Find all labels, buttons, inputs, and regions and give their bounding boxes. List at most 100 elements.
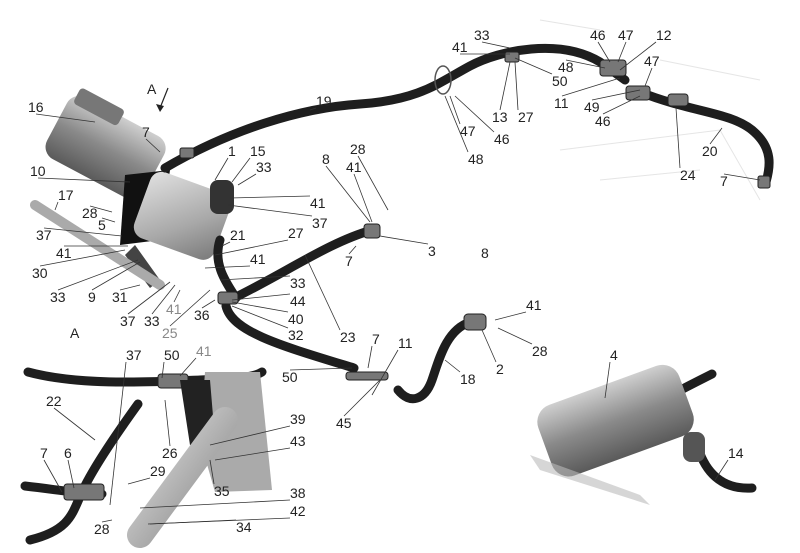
hose-23b (221, 301, 359, 373)
part-label-50: 50 (552, 73, 568, 89)
part-label-11: 11 (398, 335, 413, 351)
part-label-10: 10 (30, 163, 46, 179)
leader-line (149, 519, 237, 525)
part-label-37: 37 (312, 215, 328, 231)
leader-line (67, 459, 75, 489)
part-label-46: 46 (595, 113, 611, 129)
part-label-22: 22 (46, 393, 62, 409)
leader-line (231, 293, 291, 301)
part-label-16: 16 (28, 99, 44, 115)
leader-line (204, 265, 251, 269)
part-label-24: 24 (680, 167, 696, 183)
part-label-42: 42 (290, 503, 306, 519)
part-label-7: 7 (345, 253, 353, 269)
leader-line (561, 77, 621, 97)
leader-line (367, 345, 373, 369)
leader-line (231, 301, 289, 313)
background-structure (539, 19, 761, 201)
leader-line (145, 138, 161, 153)
leader-line (454, 95, 495, 133)
part-label-47: 47 (618, 27, 634, 43)
part-label-44: 44 (290, 293, 306, 309)
part-label-5: 5 (98, 217, 106, 233)
part-label-8: 8 (322, 151, 330, 167)
part-label-23: 23 (340, 329, 356, 345)
leader-line (289, 367, 353, 371)
leader-line (499, 61, 511, 111)
leader-line (444, 95, 469, 153)
part-label-34: 34 (236, 519, 252, 535)
part-label-27: 27 (518, 109, 534, 125)
leader-line (91, 261, 141, 291)
leader-line (109, 361, 127, 506)
part-label-7: 7 (142, 124, 150, 140)
part-label-48: 48 (558, 59, 574, 75)
part-label-7: 7 (372, 331, 380, 347)
part-label-50: 50 (282, 369, 298, 385)
leader-line (723, 173, 761, 181)
leader-line (39, 249, 126, 267)
leader-line (57, 259, 139, 291)
leader-line (209, 425, 291, 446)
leader-line (35, 113, 96, 123)
leader-line (675, 107, 681, 169)
leader-line (119, 284, 141, 291)
part-label-25: 25 (162, 325, 178, 341)
heater-motor (45, 88, 234, 288)
part-label-7: 7 (40, 445, 48, 461)
part-label-29: 29 (150, 463, 166, 479)
part-label-43: 43 (290, 433, 306, 449)
leader-line (43, 227, 123, 237)
part-label-18: 18 (460, 371, 476, 387)
part-label-1: 1 (228, 143, 236, 159)
leader-line (89, 205, 113, 213)
part-label-46: 46 (494, 131, 510, 147)
part-label-37: 37 (36, 227, 52, 243)
part-label-11: 11 (554, 95, 569, 111)
leader-line (379, 235, 429, 245)
hose-19 (160, 43, 630, 173)
part-label-33: 33 (256, 159, 272, 175)
leader-line (481, 41, 511, 49)
part-label-40: 40 (288, 311, 304, 327)
leader-line (54, 201, 59, 211)
part-label-41: 41 (346, 159, 362, 175)
part-label-28: 28 (532, 343, 548, 359)
part-label-41: 41 (452, 39, 468, 55)
part-label-41: 41 (310, 195, 326, 211)
part-label-48: 48 (468, 151, 484, 167)
part-label-17: 17 (58, 187, 74, 203)
hose-heater-out (693, 443, 757, 493)
leader-line (449, 95, 461, 125)
hose-20 (635, 87, 774, 187)
leader-line (481, 329, 497, 363)
leader-line (173, 289, 181, 303)
detail-view-label-a: A (70, 325, 80, 341)
leader-line (497, 327, 533, 345)
leader-line (644, 67, 653, 87)
hose-18 (393, 317, 475, 404)
leader-line (101, 519, 113, 523)
part-label-33: 33 (50, 289, 66, 305)
leader-line (43, 459, 63, 493)
part-label-28: 28 (350, 141, 366, 157)
leader-line (101, 217, 116, 223)
leader-line (127, 477, 151, 485)
leader-line (127, 281, 171, 315)
part-label-37: 37 (120, 313, 136, 329)
part-label-41: 41 (56, 245, 72, 261)
hose-22 (25, 399, 143, 545)
part-label-50: 50 (164, 347, 180, 363)
part-label-30: 30 (32, 265, 48, 281)
part-label-47: 47 (644, 53, 660, 69)
leader-line (309, 107, 317, 111)
hoses (20, 43, 774, 545)
part-label-28: 28 (94, 521, 110, 537)
part-label-47: 47 (460, 123, 476, 139)
part-label-33: 33 (290, 275, 306, 291)
part-label-31: 31 (112, 289, 128, 305)
leader-line (604, 361, 611, 399)
leader-line (304, 254, 341, 331)
part-label-7: 7 (720, 173, 728, 189)
part-label-33: 33 (144, 313, 160, 329)
